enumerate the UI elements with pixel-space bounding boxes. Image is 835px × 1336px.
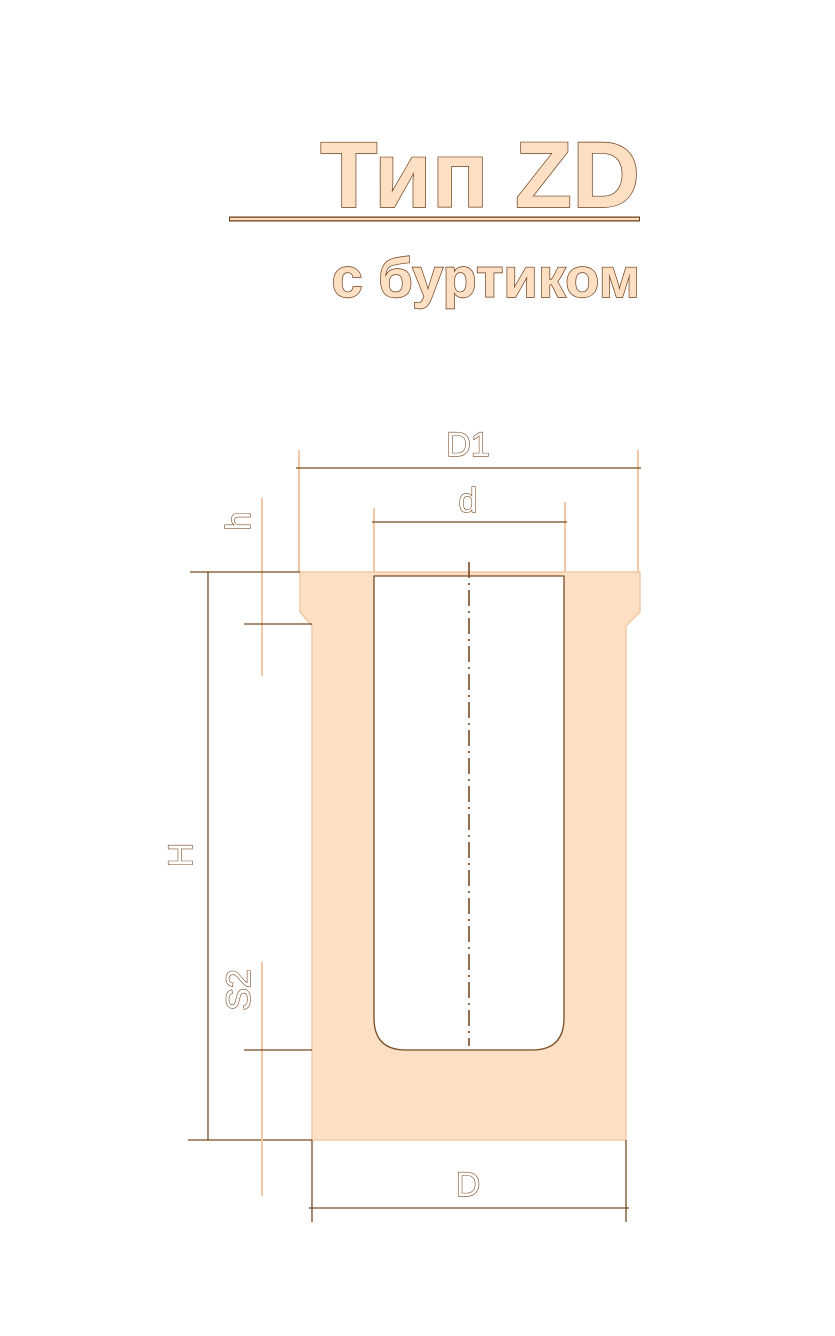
crucible-cavity — [373, 575, 565, 1051]
h-label: h — [220, 512, 258, 531]
diagram-title: Тип ZD — [320, 122, 640, 227]
s2-label: S2 — [220, 969, 258, 1011]
diagram-subtitle: с буртиком — [332, 246, 640, 309]
d1-label: D1 — [446, 426, 489, 464]
h-total-label: H — [162, 843, 200, 868]
dd-label: D — [456, 1166, 481, 1204]
d-label: d — [459, 482, 478, 520]
